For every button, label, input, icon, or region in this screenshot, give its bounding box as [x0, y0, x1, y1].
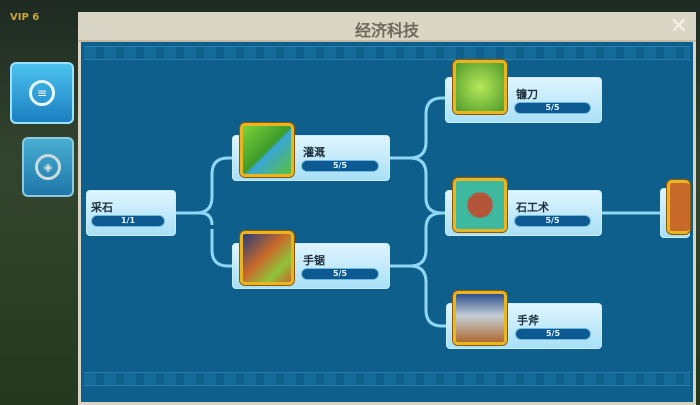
connector [390, 211, 443, 268]
connector [390, 96, 445, 160]
shield-icon: ◈ [35, 154, 61, 180]
progress-bar: 5/5 [301, 268, 379, 280]
node-name: 手斧 [517, 314, 539, 327]
connector [390, 156, 445, 215]
node-name: 镰刀 [516, 88, 538, 101]
node-name: 手锯 [303, 254, 325, 267]
close-icon[interactable]: ✕ [669, 14, 688, 39]
node-name: 石工术 [516, 201, 549, 214]
decorative-border-top [84, 46, 690, 60]
tech-icon-partial [667, 180, 690, 234]
connector [390, 264, 446, 328]
progress-bar: 5/5 [515, 328, 591, 340]
vip-badge[interactable]: VIP 6 [10, 12, 40, 23]
window-header: 经济科技 ✕ [78, 12, 696, 42]
connector [210, 229, 232, 268]
progress-bar: 5/5 [514, 102, 591, 114]
sickle-icon [453, 60, 507, 114]
progress-bar: 1/1 [91, 215, 165, 227]
stone-trowel-icon [453, 178, 507, 232]
connector [176, 156, 232, 215]
economy-icon: ≡ [29, 80, 55, 106]
saw-log-icon [240, 231, 294, 285]
sidebar-tab-economy[interactable]: ≡ [10, 62, 74, 124]
river-leaves-icon [240, 123, 294, 177]
node-name: 采石 [91, 201, 113, 214]
hand-axe-icon [453, 291, 507, 345]
sidebar-tab-military[interactable]: ◈ [22, 137, 74, 197]
window-title: 经济科技 [354, 21, 419, 40]
node-name: 灌溉 [303, 146, 325, 159]
progress-bar: 5/5 [514, 215, 591, 227]
progress-bar: 5/5 [301, 160, 379, 172]
decorative-border-bottom [84, 372, 690, 386]
tech-node-quarrying[interactable]: 采石 1/1 [86, 190, 176, 236]
